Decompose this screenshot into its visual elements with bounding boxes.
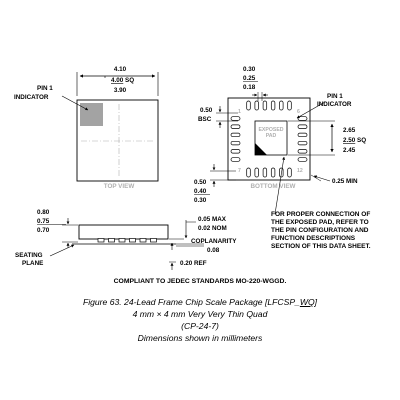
bottom-view-label: BOTTOM VIEW — [250, 183, 295, 190]
bottom-pin1-label-1: PIN 1 — [327, 93, 343, 100]
lead-bottom — [270, 167, 276, 178]
pitch-width-max: 0.30 — [243, 66, 256, 73]
seating-plane-label-2: PLANE — [22, 260, 43, 267]
note-line-4: FUNCTION DESCRIPTIONS — [271, 235, 356, 242]
note-line-3: THE PIN CONFIGURATION AND — [271, 227, 369, 234]
lead-left — [230, 157, 241, 162]
ref-dimension: 0.20 REF — [180, 260, 207, 267]
top-pin1-label-2: INDICATOR — [14, 94, 49, 101]
height-max: 0.80 — [37, 209, 50, 216]
min-clearance: 0.25 MIN — [332, 178, 358, 185]
coplanarity-label: COPLANARITY — [191, 238, 237, 245]
exposed-pad-pin1-chamfer — [255, 143, 267, 155]
caption-line-2: 4 mm × 4 mm Very Very Thin Quad — [132, 309, 268, 319]
side-leads — [97, 238, 157, 243]
lead-left — [230, 140, 241, 146]
pin-number-c: 7 — [238, 168, 241, 174]
lead-right — [297, 116, 308, 121]
pitch-width-min: 0.18 — [243, 84, 256, 91]
jedec-compliance-note: COMPLIANT TO JEDEC STANDARDS MO-220-WGGD… — [113, 278, 287, 285]
lead-length-min: 0.30 — [194, 197, 207, 204]
exposed-pad-text-1: EXPOSED — [258, 127, 283, 133]
bottom-view: EXPOSED PAD 1 6 7 12 0.30 0.25 0.18 PIN … — [194, 66, 366, 204]
caption-line-3: (CP-24-7) — [181, 321, 219, 331]
pin1-marker-square — [80, 103, 103, 126]
side-lead — [118, 238, 126, 243]
top-view-label: TOP VIEW — [104, 183, 135, 190]
side-lead — [108, 238, 115, 243]
exposed-pad-note: FOR PROPER CONNECTION OF THE EXPOSED PAD… — [271, 156, 371, 250]
top-view: 4.10 4.00 SQ 3.90 PIN 1 INDICATOR TOP VI… — [14, 66, 159, 190]
pin-number-b: 6 — [297, 109, 300, 115]
lead-bottom — [254, 167, 259, 178]
pad-size-max: 2.65 — [343, 127, 356, 134]
lead-top — [279, 100, 284, 111]
standoff-max: 0.05 MAX — [198, 216, 227, 223]
pad-size-nom: 2.50 SQ — [343, 137, 366, 144]
bsc-label: BSC — [198, 116, 212, 123]
pitch-width-nom: 0.25 — [243, 75, 256, 82]
lead-right — [297, 124, 308, 129]
note-line-2: THE EXPOSED PAD, REFER TO — [271, 219, 369, 226]
side-lead — [139, 238, 147, 243]
caption-line-1: Figure 63. 24-Lead Frame Chip Scale Pack… — [82, 297, 318, 307]
height-nom: 0.75 — [37, 218, 50, 225]
seating-plane-label-1: SEATING — [15, 252, 43, 259]
note-line-5: SECTION OF THIS DATA SHEET. — [271, 243, 371, 250]
bottom-leads — [230, 100, 308, 178]
lead-right — [297, 132, 308, 138]
side-view-body — [78, 224, 169, 240]
lead-length-nom: 0.40 — [194, 188, 207, 195]
side-view: 0.80 0.75 0.70 SEATING PLANE 0.05 MAX 0.… — [15, 209, 237, 270]
lead-left — [230, 116, 241, 121]
lead-left — [230, 132, 241, 138]
pin-number-a: 1 — [238, 109, 241, 115]
pin-number-d: 12 — [297, 168, 303, 174]
top-width-nom: 4.00 SQ — [111, 77, 134, 84]
standoff-nom: 0.02 NOM — [198, 225, 227, 232]
bsc-value: 0.50 — [200, 107, 213, 114]
exposed-pad-text-2: PAD — [266, 133, 277, 139]
height-min: 0.70 — [37, 227, 50, 234]
lead-right — [297, 140, 308, 146]
coplanarity-value: 0.08 — [207, 247, 220, 254]
pad-size-min: 2.45 — [343, 147, 356, 154]
lead-top — [246, 100, 251, 111]
top-width-max: 4.10 — [114, 66, 127, 73]
side-lead — [150, 238, 157, 243]
note-line-1: FOR PROPER CONNECTION OF — [271, 211, 370, 218]
caption-line-4: Dimensions shown in millimeters — [137, 333, 263, 343]
figure-caption: Figure 63. 24-Lead Frame Chip Scale Pack… — [0, 296, 400, 344]
bottom-pin1-label-2: INDICATOR — [317, 101, 352, 108]
lead-top — [270, 100, 276, 111]
lead-left — [230, 149, 241, 154]
lead-bottom — [262, 167, 268, 178]
lead-left — [230, 124, 241, 129]
top-width-min: 3.90 — [114, 87, 127, 94]
lead-top — [287, 100, 292, 111]
lead-bottom — [287, 167, 292, 178]
lead-top — [262, 100, 268, 111]
lead-bottom — [246, 167, 251, 178]
side-lead — [97, 238, 105, 243]
lead-right — [297, 157, 308, 162]
top-pin1-label-1: PIN 1 — [37, 85, 53, 92]
lead-top — [254, 100, 259, 111]
lead-right — [297, 149, 308, 154]
lead-length-max: 0.50 — [194, 179, 207, 186]
side-lead — [129, 238, 136, 243]
